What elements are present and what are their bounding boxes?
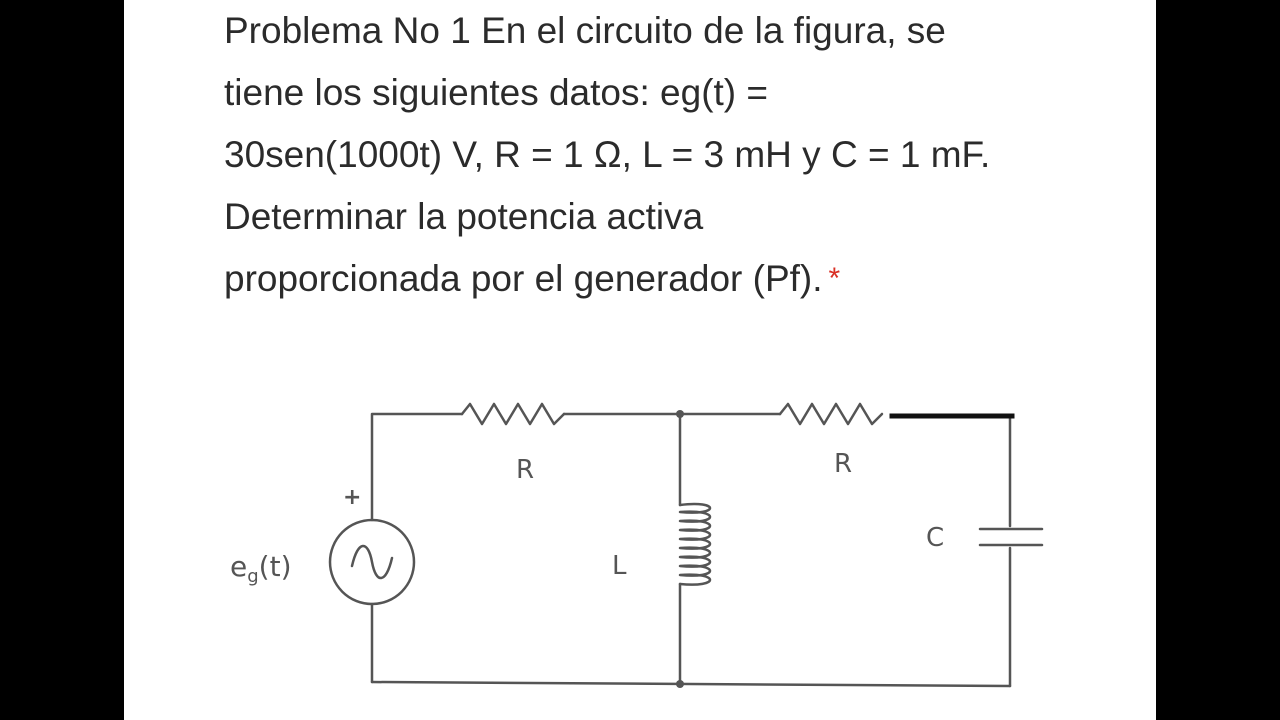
circuit-diagram: R R L C + eg(t) [230, 402, 1044, 688]
wire-left-top [370, 412, 464, 522]
capacitor-label: C [926, 523, 944, 553]
question-card: Problema No 1 En el circuito de la figur… [124, 0, 1156, 720]
resistor-2 [778, 402, 884, 426]
source-label-main: e [230, 550, 247, 583]
question-line-4: Determinar la potencia activa [224, 196, 704, 237]
source-polarity-label: + [343, 485, 361, 510]
inductor-label: L [612, 551, 627, 581]
question-line-3: 30sen(1000t) V, R = 1 Ω, L = 3 mH y C = … [224, 134, 991, 175]
voltage-source [328, 518, 416, 606]
resistor-1 [460, 402, 566, 426]
source-label-arg: (t) [259, 550, 292, 583]
source-label: eg(t) [230, 550, 292, 587]
question-line-5-text: proporcionada por el generador (Pf). [224, 258, 823, 299]
inductor-coil [678, 502, 712, 586]
junction-bottom [676, 680, 684, 688]
resistor-1-label: R [516, 455, 534, 485]
question-text: Problema No 1 En el circuito de la figur… [224, 0, 1104, 310]
required-asterisk: * [828, 262, 841, 295]
wire-bottom [370, 680, 1012, 688]
question-line-5: proporcionada por el generador (Pf).* [224, 248, 1104, 310]
source-label-sub: g [247, 566, 258, 587]
resistor-2-label: R [834, 449, 852, 479]
sine-symbol-icon [350, 544, 394, 580]
junction-top [676, 410, 684, 418]
question-line-2: tiene los siguientes datos: eg(t) = [224, 72, 769, 113]
question-line-1: Problema No 1 En el circuito de la figur… [224, 10, 946, 51]
